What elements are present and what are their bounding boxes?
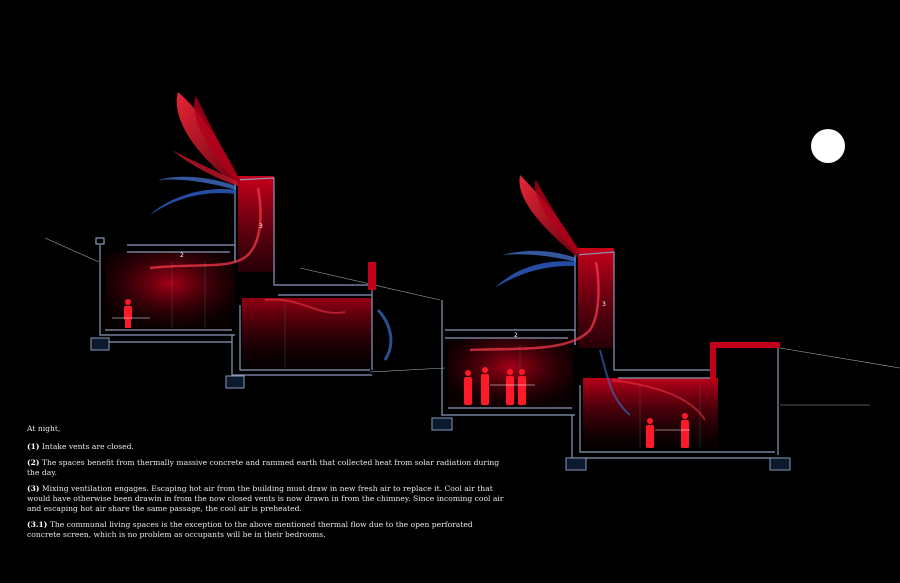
right-occupant-figures xyxy=(464,367,689,448)
caption-item-1: (1) Intake vents are closed. xyxy=(27,442,134,451)
right-chimney-marker: 3 xyxy=(602,301,606,308)
left-chimney xyxy=(238,176,274,272)
left-roof-marker: 2 xyxy=(180,252,184,259)
caption-item-3-1: (3.1) The communal living spaces is the … xyxy=(27,520,473,539)
left-occupant-figure xyxy=(124,299,132,328)
left-chimney-marker: 3 xyxy=(259,223,263,230)
left-lower-room-heat xyxy=(242,298,372,370)
left-building xyxy=(90,176,376,389)
left-air-plume xyxy=(150,92,240,215)
moon xyxy=(811,129,845,163)
caption-block: At night, (1) Intake vents are closed. (… xyxy=(27,424,507,546)
caption-heading: At night, xyxy=(27,424,61,433)
caption-item-2: (2) The spaces benefit from thermally ma… xyxy=(27,458,500,477)
right-air-plume xyxy=(495,175,580,288)
right-flow-curve xyxy=(469,261,600,352)
left-flow-curve xyxy=(149,187,262,270)
right-roof-marker: 2 xyxy=(514,332,518,339)
caption-item-3: (3) Mixing ventilation engages. Escaping… xyxy=(27,484,504,513)
right-building xyxy=(431,248,791,471)
